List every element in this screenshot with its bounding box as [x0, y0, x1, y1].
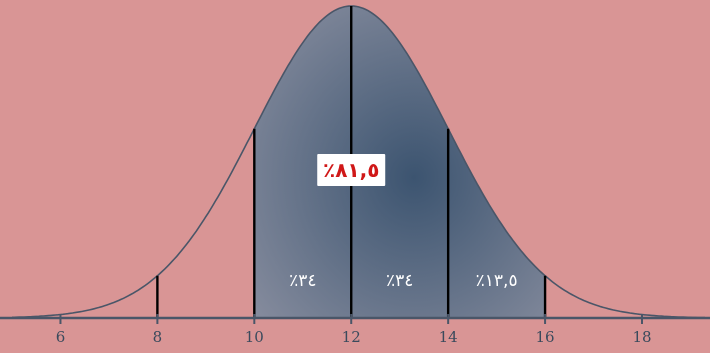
region-label-0: ٪٣٤ — [289, 271, 316, 291]
region-label-2: ٪١٣,٥ — [476, 271, 518, 291]
region-label-1: ٪٣٤ — [386, 271, 413, 291]
x-tick-label-16: 16 — [536, 328, 555, 346]
x-tick-label-10: 10 — [245, 328, 264, 346]
total-label: ٪٨١,٥ — [323, 158, 379, 182]
x-tick-label-14: 14 — [439, 328, 458, 346]
total-label-box — [317, 154, 386, 186]
x-tick-label-8: 8 — [153, 328, 163, 346]
x-tick-label-12: 12 — [342, 328, 361, 346]
shaded-area — [254, 6, 546, 318]
x-tick-label-18: 18 — [632, 328, 651, 346]
x-tick-label-6: 6 — [56, 328, 66, 346]
distribution-curve — [12, 5, 705, 319]
